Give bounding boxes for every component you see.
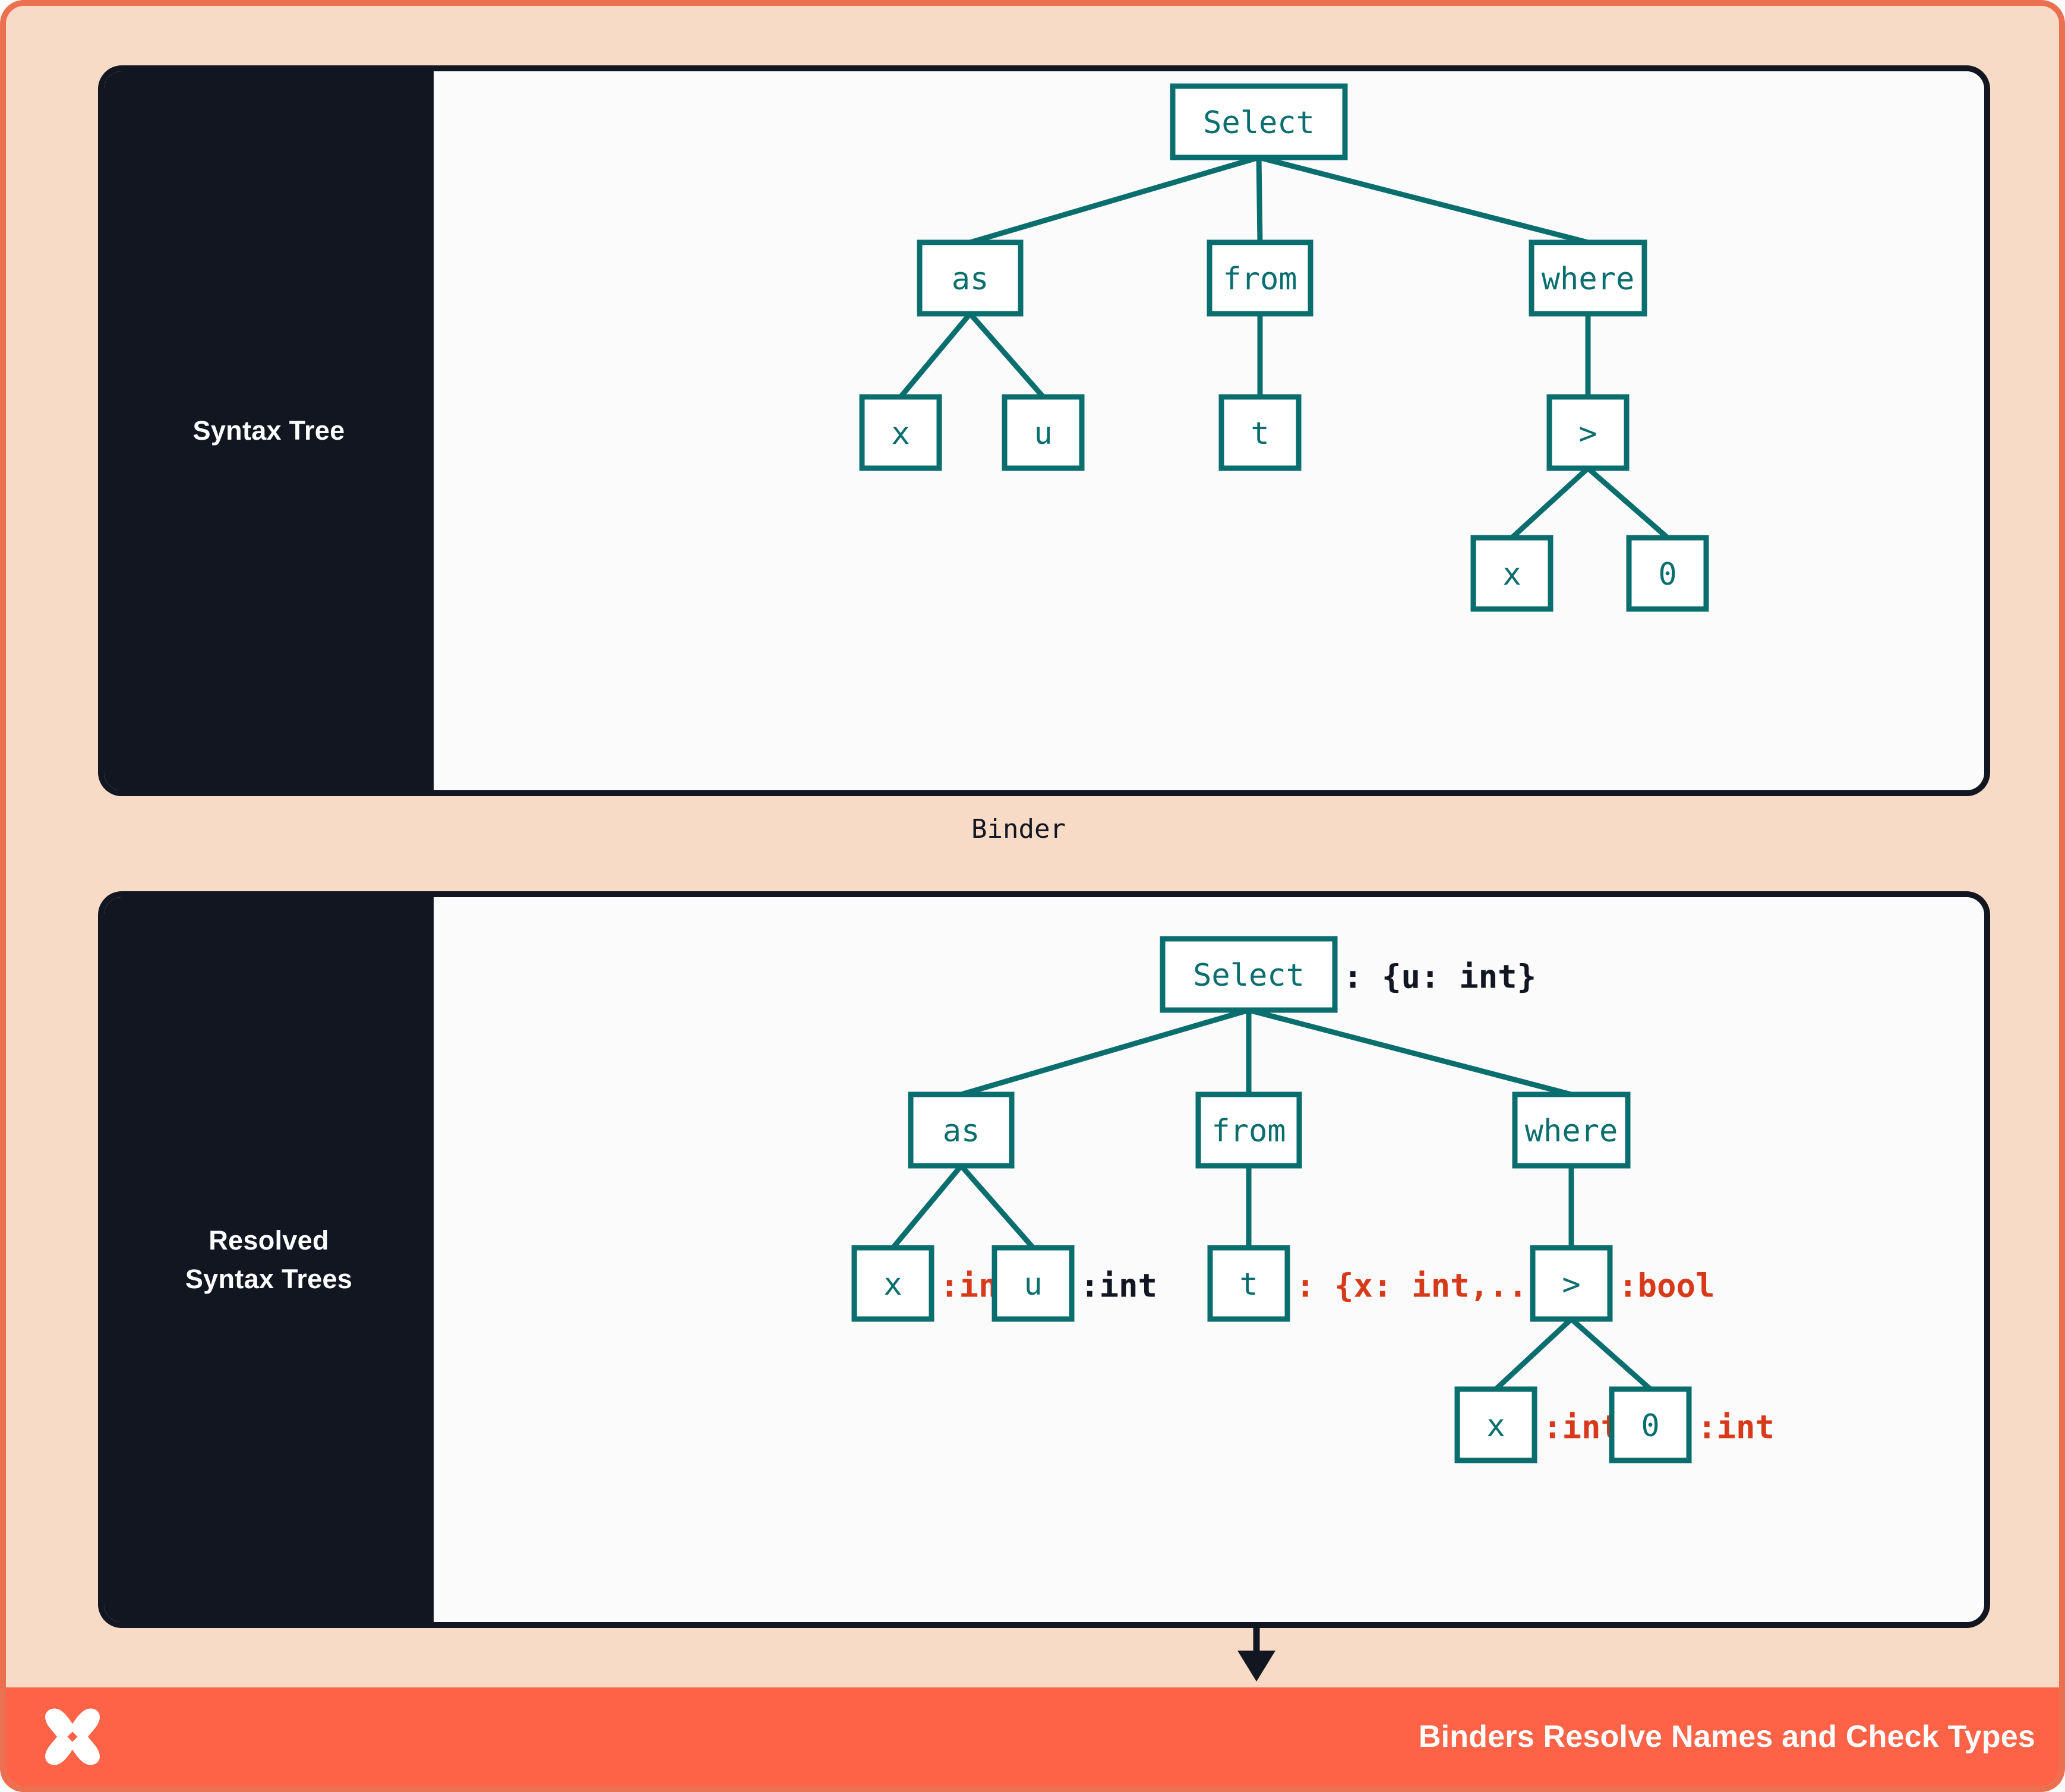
tree-node-z1[interactable]: 0 <box>1626 535 1709 612</box>
tree-node-box <box>1170 83 1348 160</box>
tree-node-label: x <box>1502 557 1521 592</box>
tree-node-type-annotation: : {x: int,...} <box>1296 1267 1566 1305</box>
tree-edge <box>1258 154 1589 245</box>
tree-node-label: Select <box>1203 105 1315 141</box>
tree-node-box <box>1609 1386 1692 1463</box>
tree-node-label: t <box>1251 416 1269 452</box>
tree-node-t1[interactable]: t : {x: int,...} <box>1207 1245 1566 1322</box>
tree-node-select[interactable]: Select : {u: int} <box>1160 936 1536 1013</box>
tree-edge <box>1570 1317 1652 1392</box>
footer-bar: Binders Resolve Names and Check Types <box>6 1687 2059 1786</box>
tree-node-box <box>1207 239 1313 317</box>
tree-edge <box>891 1164 964 1250</box>
tree-node-select[interactable]: Select <box>1170 83 1348 160</box>
tree-node-label: from <box>1211 1113 1286 1149</box>
binder-label: Binder <box>971 814 1066 844</box>
tree-edge <box>969 154 1260 245</box>
tree-node-type-annotation: :bool <box>1618 1267 1715 1305</box>
tree-node-label: from <box>1223 261 1297 297</box>
tree-edge <box>1510 466 1590 540</box>
tree-node-box <box>1626 535 1709 612</box>
tree-node-type-annotation: :int <box>1543 1409 1620 1446</box>
tree-node-box <box>1546 394 1630 471</box>
footer-title: Binders Resolve Names and Check Types <box>1418 1720 2035 1754</box>
tree-node-label: as <box>943 1113 980 1149</box>
tree-edge <box>898 312 972 399</box>
x-mark-logo-icon <box>45 1708 100 1765</box>
panel-label-resolved-syntax-trees: Resolved Syntax Trees <box>104 897 434 1622</box>
tree-node-t1[interactable]: t <box>1218 394 1302 471</box>
tree-node-where[interactable]: where <box>1512 1091 1631 1169</box>
tree-node-box <box>1529 239 1647 317</box>
syntax-tree-svg: Select as from where x u t > x 0 <box>859 83 1709 612</box>
tree-node-type-annotation: :int <box>1080 1267 1157 1305</box>
tree-node-label: 0 <box>1658 557 1676 592</box>
tree-node-box <box>1530 1245 1613 1322</box>
tree-node-as[interactable]: as <box>908 1091 1015 1169</box>
tree-node-box <box>1002 394 1085 471</box>
tree-node-box <box>1454 1386 1537 1463</box>
tree-edge <box>968 312 1046 399</box>
panel-resolved-syntax-trees: Resolved Syntax Trees Select : {u: int} as… <box>98 891 1990 1628</box>
resolved-syntax-tree-canvas: Select : {u: int} as from where x :int u :int t : … <box>434 897 1984 1622</box>
tree-node-label: t <box>1239 1267 1258 1302</box>
tree-node-label: u <box>1024 1267 1042 1302</box>
tree-node-x2[interactable]: x :int <box>1454 1386 1620 1463</box>
tree-node-label: where <box>1542 261 1635 297</box>
tree-node-box <box>859 394 942 471</box>
tree-edge <box>1494 1317 1574 1392</box>
tree-node-box <box>1218 394 1302 471</box>
tree-node-gt1[interactable]: > <box>1546 394 1630 471</box>
tree-node-box <box>851 1245 934 1322</box>
tree-node-label: 0 <box>1641 1408 1659 1444</box>
tree-node-label: where <box>1525 1113 1618 1149</box>
panel-syntax-tree: Syntax Tree Select as from where x u t > x 0 <box>98 65 1990 796</box>
tree-edge <box>960 1007 1250 1097</box>
tree-node-box <box>1207 1245 1290 1322</box>
tree-node-type-annotation: :int <box>1697 1409 1774 1446</box>
tree-node-label: > <box>1578 416 1597 452</box>
tree-node-box <box>1512 1091 1631 1169</box>
tree-node-u1[interactable]: u :int <box>992 1245 1157 1322</box>
tree-node-box <box>1470 535 1554 612</box>
tree-node-box <box>917 239 1024 317</box>
panel-label-syntax-tree: Syntax Tree <box>104 71 434 790</box>
tree-node-x1[interactable]: x <box>859 394 942 471</box>
tree-node-gt1[interactable]: > :bool <box>1530 1245 1715 1322</box>
tree-node-where[interactable]: where <box>1529 239 1647 317</box>
syntax-tree-canvas: Select as from where x u t > x 0 <box>434 71 1984 790</box>
tree-node-label: as <box>952 261 989 297</box>
tree-edge <box>959 1164 1035 1250</box>
tree-node-x2[interactable]: x <box>1470 535 1554 612</box>
tree-node-label: Select <box>1193 958 1305 993</box>
tree-node-label: u <box>1034 416 1052 452</box>
tree-node-label: x <box>891 416 910 452</box>
tree-node-u1[interactable]: u <box>1002 394 1085 471</box>
resolved-syntax-tree-svg: Select : {u: int} as from where x :int u :int t : … <box>851 936 1774 1463</box>
tree-node-from[interactable]: from <box>1207 239 1313 317</box>
tree-node-label: > <box>1562 1267 1580 1302</box>
tree-node-label: x <box>1486 1408 1505 1444</box>
tree-node-from[interactable]: from <box>1195 1091 1302 1169</box>
tree-edge <box>1248 1007 1573 1097</box>
tree-node-box <box>1160 936 1338 1013</box>
tree-edge <box>1586 466 1669 540</box>
tree-node-type-annotation: : {u: int} <box>1343 958 1536 996</box>
tree-node-box <box>1195 1091 1302 1169</box>
tree-node-box <box>908 1091 1015 1169</box>
tree-node-box <box>992 1245 1075 1322</box>
tree-node-label: x <box>883 1267 902 1302</box>
tree-node-z1[interactable]: 0 :int <box>1609 1386 1774 1463</box>
tree-edge <box>1256 157 1263 243</box>
tree-node-as[interactable]: as <box>917 239 1024 317</box>
